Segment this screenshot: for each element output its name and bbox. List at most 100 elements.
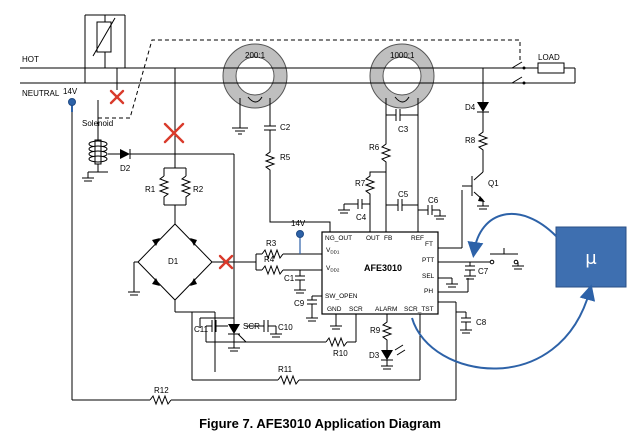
r12-label: R12 bbox=[154, 386, 169, 395]
pin-sw-open: SW_OPEN bbox=[325, 293, 358, 300]
mcu-label: μ bbox=[585, 248, 597, 269]
r1-label: R1 bbox=[145, 185, 156, 194]
d2-diode bbox=[108, 149, 235, 324]
r10-label: R10 bbox=[333, 349, 348, 358]
solenoid-coil bbox=[82, 100, 108, 182]
r8-resistor bbox=[477, 128, 489, 172]
c9-capacitor bbox=[306, 295, 342, 330]
r4-label: R4 bbox=[264, 255, 275, 264]
r3-label: R3 bbox=[266, 239, 277, 248]
supply-14v-left-label: 14V bbox=[63, 87, 78, 96]
c8-capacitor bbox=[456, 311, 472, 334]
r1-r2-resistors bbox=[158, 167, 192, 224]
pin-vdd2: VDD2 bbox=[326, 265, 340, 273]
c6-capacitor bbox=[418, 205, 446, 220]
c9-label: C9 bbox=[294, 299, 305, 308]
c10-label: C10 bbox=[278, 323, 293, 332]
pin-ng-out: NG_OUT bbox=[325, 235, 352, 242]
r9-label: R9 bbox=[370, 326, 381, 335]
pin-out: OUT bbox=[366, 235, 380, 242]
solenoid-linkage bbox=[98, 39, 521, 119]
hot-label: HOT bbox=[22, 55, 39, 64]
c4-capacitor bbox=[338, 199, 370, 214]
d3-label: D3 bbox=[369, 351, 380, 360]
right-pin-wiring bbox=[438, 190, 490, 392]
ct-200-1 bbox=[222, 43, 288, 128]
supply-node-14v-left bbox=[68, 98, 76, 112]
r3-r4-resistors bbox=[255, 240, 322, 276]
pin-fb: FB bbox=[384, 235, 392, 242]
r9-resistor bbox=[381, 314, 393, 344]
r7-resistor bbox=[364, 171, 386, 204]
c1-label: C1 bbox=[284, 274, 295, 283]
c11-capacitor bbox=[199, 317, 246, 343]
r5-label: R5 bbox=[280, 153, 291, 162]
pin-ptt: PTT bbox=[422, 257, 434, 264]
d3-led bbox=[381, 344, 406, 370]
pin-gnd: GND bbox=[327, 306, 342, 313]
ct-1000-1 bbox=[369, 43, 435, 140]
c7-capacitor bbox=[464, 262, 476, 280]
c6-label: C6 bbox=[428, 196, 439, 205]
r2-label: R2 bbox=[193, 185, 204, 194]
pin-scr-tst: SCR_TST bbox=[404, 306, 434, 313]
solenoid-label: Solenoid bbox=[82, 119, 113, 128]
red-x-bridge bbox=[218, 254, 234, 270]
c3-capacitor bbox=[386, 109, 418, 121]
r11-resistor bbox=[191, 312, 421, 386]
pin-ref: REF bbox=[411, 235, 424, 242]
r8-label: R8 bbox=[465, 136, 476, 145]
pin-ft: FT bbox=[425, 241, 433, 248]
d4-diode bbox=[477, 68, 489, 128]
d2-label: D2 bbox=[120, 164, 131, 173]
fb-network bbox=[369, 118, 419, 232]
c11-label: C11 bbox=[194, 325, 209, 334]
load-switch bbox=[511, 61, 576, 85]
ground-ct1 bbox=[232, 127, 248, 135]
supply-node-14v-ic bbox=[296, 230, 304, 254]
red-x-large bbox=[163, 122, 185, 144]
r11-label: R11 bbox=[278, 365, 293, 374]
c1-capacitor bbox=[294, 270, 306, 294]
r12-resistor bbox=[71, 100, 457, 406]
r10-resistor bbox=[246, 314, 357, 348]
d1-label: D1 bbox=[168, 257, 179, 266]
c10-capacitor bbox=[246, 320, 282, 338]
pin-ph: PH bbox=[424, 288, 433, 295]
load-label: LOAD bbox=[538, 53, 560, 62]
r5-resistor bbox=[264, 148, 331, 232]
ct1-ratio: 200:1 bbox=[245, 51, 266, 60]
scr-thyristor bbox=[228, 324, 247, 352]
mcu-to-ptt-arrow bbox=[467, 212, 557, 258]
c3-label: C3 bbox=[398, 125, 409, 134]
mcu-to-alarm-arrow bbox=[411, 284, 596, 370]
pin-scr: SCR bbox=[349, 306, 363, 313]
r6-resistor bbox=[380, 140, 392, 172]
varistor bbox=[84, 14, 126, 83]
red-x-neutral bbox=[109, 89, 125, 105]
c7-label: C7 bbox=[478, 267, 489, 276]
ct2-ratio: 1000:1 bbox=[390, 51, 415, 60]
r6-label: R6 bbox=[369, 143, 380, 152]
supply-14v-ic-label: 14V bbox=[291, 219, 306, 228]
q1-transistor bbox=[462, 171, 489, 210]
c2-capacitor bbox=[264, 120, 276, 148]
pin-vdd1: VDD1 bbox=[326, 247, 340, 255]
neutral-drop-wires bbox=[116, 68, 176, 168]
afe3010-ic bbox=[321, 231, 439, 315]
c2-label: C2 bbox=[280, 123, 291, 132]
neutral-label: NEUTRAL bbox=[22, 89, 60, 98]
c8-label: C8 bbox=[476, 318, 487, 327]
d1-bridge bbox=[128, 223, 256, 372]
c5-label: C5 bbox=[398, 190, 409, 199]
test-pushbutton bbox=[489, 248, 524, 270]
figure-caption: Figure 7. AFE3010 Application Diagram bbox=[199, 416, 441, 431]
q1-label: Q1 bbox=[488, 179, 499, 188]
c4-label: C4 bbox=[356, 213, 367, 222]
pin-sel: SEL bbox=[422, 273, 435, 280]
ic-name: AFE3010 bbox=[364, 263, 402, 273]
r7-label: R7 bbox=[355, 179, 366, 188]
pin-alarm: ALARM bbox=[375, 306, 397, 313]
d4-label: D4 bbox=[465, 103, 476, 112]
